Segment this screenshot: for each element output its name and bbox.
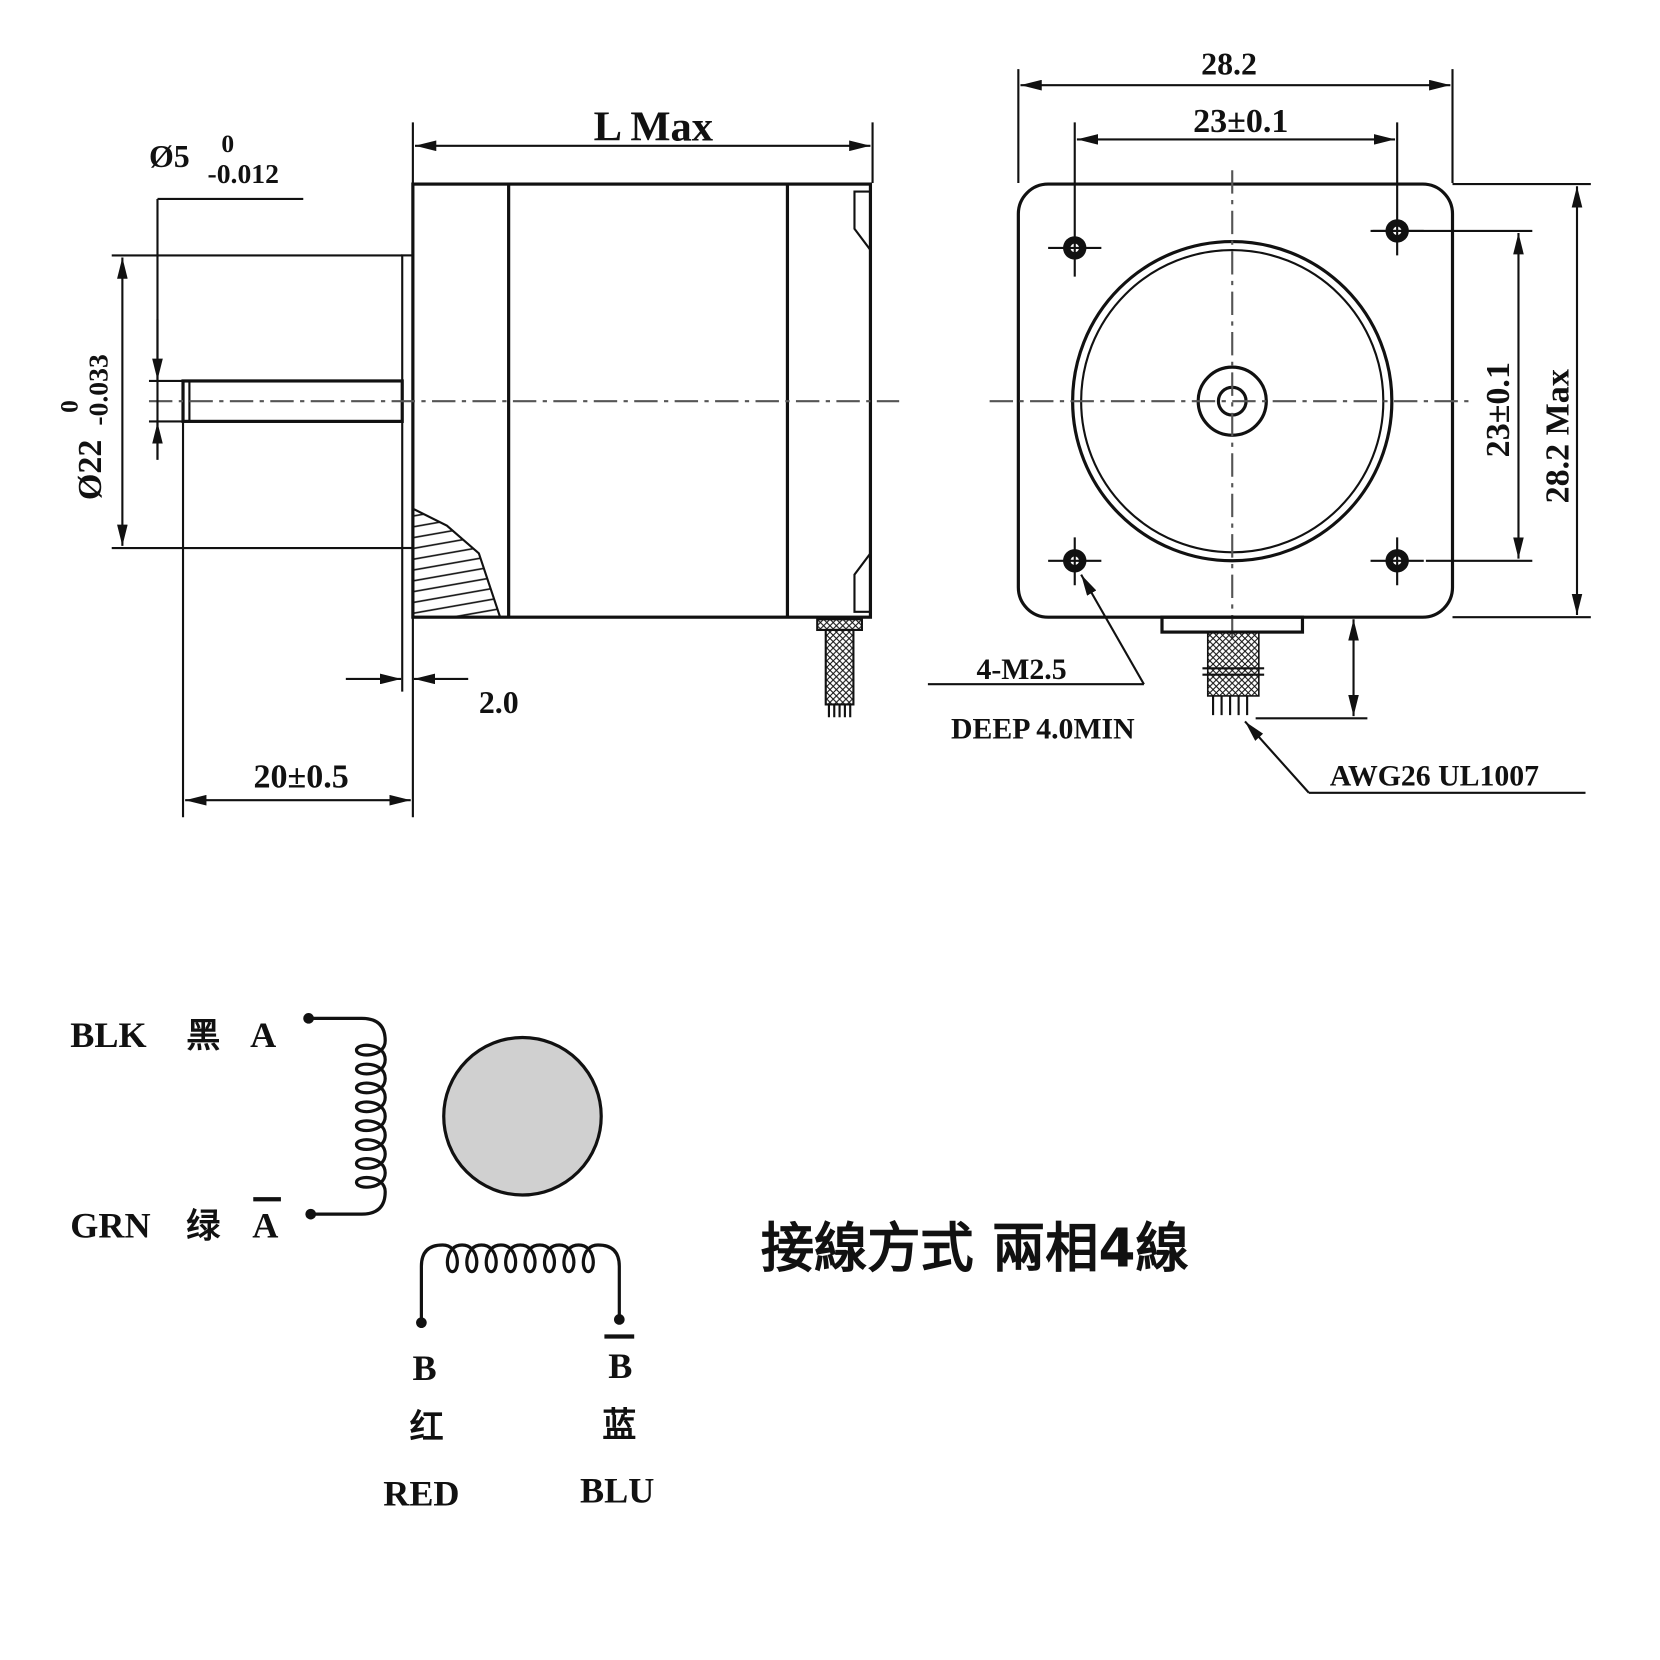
section-hatch xyxy=(411,506,502,619)
rear-screw-holes xyxy=(853,190,872,613)
width-label: 28.2 xyxy=(1201,46,1257,81)
pilot-height-label: 2.0 xyxy=(479,685,519,720)
mounting-holes xyxy=(1048,207,1424,586)
a-minus-color-cn: 绿 xyxy=(186,1207,221,1247)
a-plus-color-en: BLK xyxy=(70,1015,146,1055)
shaft-tol-lower: -0.012 xyxy=(208,158,279,189)
wiring-title: 接線方式 兩相4線 xyxy=(761,1217,1189,1279)
wire-label: AWG26 UL1007 xyxy=(1330,759,1539,792)
coil-a xyxy=(308,1016,387,1216)
b-minus-phase: B xyxy=(608,1346,632,1386)
b-plus-color-en: RED xyxy=(383,1474,459,1514)
coil-b xyxy=(419,1243,621,1323)
a-minus-color-en: GRN xyxy=(70,1206,150,1246)
pilot-diameter-label: Ø22 xyxy=(72,440,109,501)
b-minus-color-cn: 蓝 xyxy=(602,1406,636,1446)
holes-label: 4-M2.5 xyxy=(976,653,1066,686)
terminal-a-plus xyxy=(303,1013,314,1024)
front-cable xyxy=(1206,631,1260,697)
shaft-diameter-label: Ø5 xyxy=(149,139,190,174)
b-plus-phase: B xyxy=(413,1348,437,1388)
a-plus-color-cn: 黑 xyxy=(186,1016,220,1056)
a-plus-phase: A xyxy=(250,1015,276,1055)
hole-spacing-h-label: 23±0.1 xyxy=(1193,103,1288,140)
length-label: L Max xyxy=(594,103,714,150)
height-label: 28.2 Max xyxy=(1539,369,1576,503)
terminal-b-plus xyxy=(416,1317,427,1328)
b-minus-color-en: BLU xyxy=(580,1471,654,1511)
shaft-tol-upper: 0 xyxy=(221,129,234,158)
cable-bundle xyxy=(824,628,855,706)
rotor-circle xyxy=(442,1035,603,1197)
a-minus-phase: A xyxy=(252,1206,278,1246)
wiring-diagram: BLK 黑 A GRN 绿 A B 红 RED B 蓝 BLU 接線方式 兩相4… xyxy=(70,1013,1189,1514)
cable-gland xyxy=(816,618,863,632)
pilot-tol-lower: -0.033 xyxy=(82,354,113,425)
hole-depth-label: DEEP 4.0MIN xyxy=(951,712,1135,745)
terminal-b-minus xyxy=(613,1314,625,1325)
b-plus-color-cn: 红 xyxy=(410,1408,444,1448)
shaft-length-label: 20±0.5 xyxy=(253,758,348,795)
front-view: 28.2 23±0.1 23±0.1 28.2 Max 4-M2.5 DEEP … xyxy=(927,46,1591,794)
side-view: L Max Ø5 0 -0.012 Ø22 0 -0.033 2.0 20±0.… xyxy=(55,103,900,818)
hole-spacing-v-label: 23±0.1 xyxy=(1480,362,1517,457)
terminal-a-minus xyxy=(305,1208,317,1220)
pilot-tol-upper: 0 xyxy=(55,400,84,413)
